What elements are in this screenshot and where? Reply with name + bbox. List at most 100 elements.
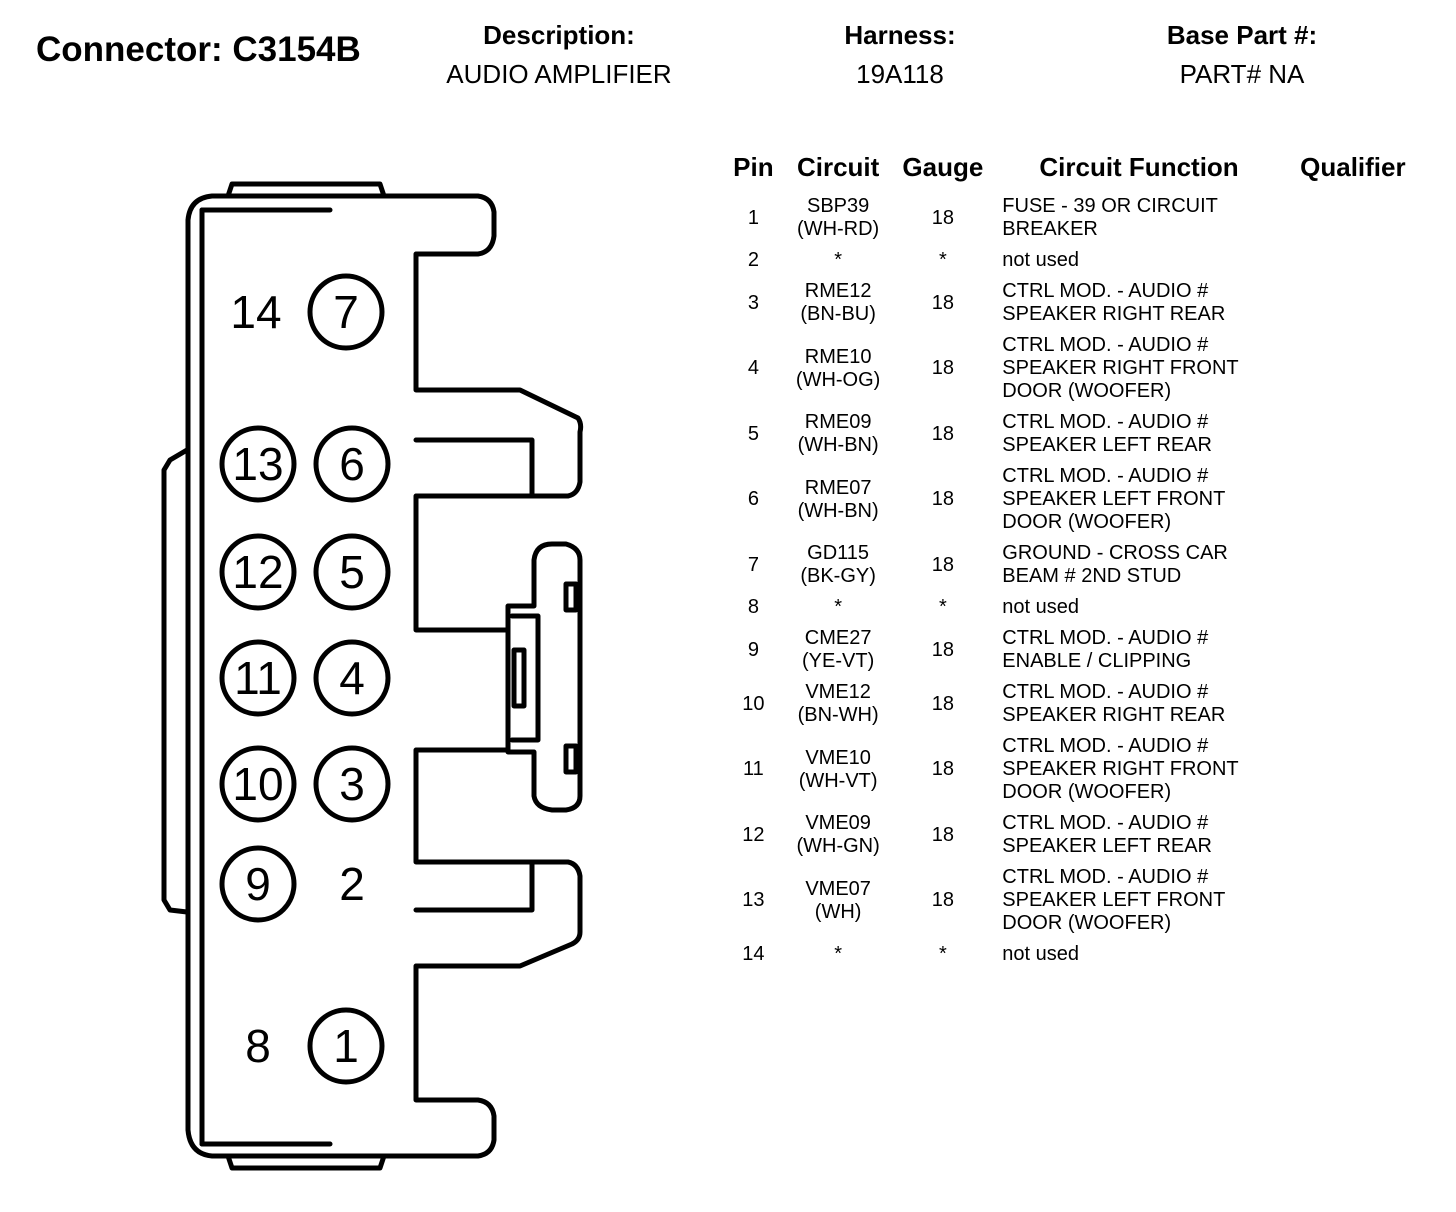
pin-circle-4 [313, 639, 391, 717]
pin-cell: 8 [747, 596, 759, 618]
base-part-block: Base Part #: PART# NA [1150, 20, 1334, 90]
circuit-cell: VME09(WH-GN) [785, 808, 892, 862]
function-cell-line: CTRL MOD. - AUDIO # [1002, 411, 1209, 433]
qualifier-cell [1284, 245, 1422, 276]
qualifier-cell [1284, 939, 1422, 970]
circuit-cell: VME10(WH-VT) [785, 731, 892, 808]
circuit-cell-line: (WH-BN) [797, 499, 879, 522]
pin-cell: 5 [747, 422, 759, 445]
circuit-cell-line: (BK-GY) [800, 565, 876, 587]
gauge-cell: * [938, 596, 947, 618]
pin-cell: 13 [742, 889, 765, 911]
circuit-cell: RME12(BN-BU) [785, 276, 892, 330]
left-latch [161, 447, 190, 915]
key-notch-top [563, 581, 579, 613]
circuit-cell-line: * [834, 943, 843, 965]
pin-cell: 11 [742, 758, 764, 780]
circuit-cell-line: (YE-VT) [802, 650, 875, 672]
circuit-cell-line: * [834, 249, 843, 271]
pin-number-6: 6 [339, 438, 365, 490]
function-cell-line: DOOR (WOOFER) [1002, 511, 1172, 533]
function-cell-line: SPEAKER RIGHT REAR [1002, 303, 1226, 325]
function-cell: CTRL MOD. - AUDIO #SPEAKER RIGHT REAR [994, 677, 1283, 731]
gauge-cell: 18 [931, 206, 955, 229]
qualifier-cell [1284, 276, 1422, 330]
gauge-cell: 18 [931, 692, 955, 715]
circuit-cell: * [785, 245, 892, 276]
pin-circle-3 [313, 745, 391, 823]
table-row: 8**not used [722, 592, 1422, 623]
col-header-gauge: Gauge [902, 152, 984, 182]
function-cell-line: DOOR (WOOFER) [1002, 380, 1172, 402]
pin-number-11: 11 [234, 652, 282, 704]
harness-value: 19A118 [856, 59, 944, 89]
gauge-cell: 18 [931, 422, 955, 445]
circuit-cell-line: GD115 [807, 542, 870, 564]
function-cell-line: CTRL MOD. - AUDIO # [1002, 812, 1209, 834]
function-cell: CTRL MOD. - AUDIO #SPEAKER LEFT REAR [994, 808, 1283, 862]
function-cell-line: ENABLE / CLIPPING [1002, 650, 1192, 672]
circuit-cell-line: CME27 [804, 627, 872, 649]
base-part-value: PART# NA [1179, 59, 1305, 89]
description-value: AUDIO AMPLIFIER [446, 59, 672, 89]
pin-label-8: 8 [245, 1020, 271, 1072]
function-cell: not used [994, 592, 1283, 623]
qualifier-cell [1284, 862, 1422, 939]
pin-cell: 1 [747, 206, 759, 229]
gauge-cell: 18 [931, 638, 955, 661]
pin-cell: 6 [747, 488, 759, 510]
description-block: Description: AUDIO AMPLIFIER [438, 20, 680, 90]
function-cell-line: SPEAKER LEFT FRONT [1002, 488, 1226, 510]
circuit-cell-line: (WH-RD) [797, 218, 880, 240]
pin-number-5: 5 [339, 546, 365, 598]
circuit-cell: * [785, 939, 892, 970]
function-cell-line: BEAM # 2ND STUD [1002, 565, 1182, 587]
pin-cell: 12 [742, 823, 765, 846]
lower-slot [413, 859, 535, 913]
qualifier-cell [1284, 731, 1422, 808]
gauge-cell: 18 [931, 291, 955, 314]
function-cell: not used [994, 245, 1283, 276]
table-row: 14**not used [722, 939, 1422, 970]
circuit-cell: RME10(WH-OG) [785, 330, 892, 407]
pin-circle-5 [313, 533, 391, 611]
circuit-cell-line: (WH-GN) [796, 835, 880, 857]
circuit-cell-line: (WH) [814, 900, 862, 923]
bottom-tab [225, 1153, 387, 1171]
qualifier-cell [1284, 407, 1422, 461]
function-cell-line: not used [1002, 596, 1080, 618]
pin-label-14: 14 [230, 286, 281, 338]
circuit-cell: VME12(BN-WH) [785, 677, 892, 731]
col-header-pin: Pin [733, 152, 774, 182]
connector-title: Connector: C3154B [36, 30, 361, 69]
qualifier-cell [1284, 191, 1422, 245]
function-cell-line: not used [1002, 249, 1080, 271]
table-row: 2**not used [722, 245, 1422, 276]
circuit-cell-line: (WH-OG) [795, 368, 881, 391]
gauge-cell: 18 [931, 553, 955, 576]
pin-number-4: 4 [339, 652, 365, 704]
gauge-cell: * [938, 249, 947, 271]
upper-slot [413, 437, 535, 499]
circuit-cell-line: RME10 [804, 345, 872, 368]
col-header-qualifier: Qualifier [1300, 152, 1406, 182]
circuit-cell-line: SBP39 [806, 195, 870, 217]
circuit-cell-line: VME10 [805, 746, 871, 769]
gauge-cell: 18 [931, 823, 955, 846]
pin-circle-12 [219, 533, 297, 611]
harness-block: Harness: 19A118 [830, 20, 970, 90]
circuit-cell-line: VME07 [805, 877, 871, 900]
circuit-cell: CME27(YE-VT) [785, 623, 892, 677]
function-cell-line: CTRL MOD. - AUDIO # [1002, 280, 1209, 302]
qualifier-cell [1284, 808, 1422, 862]
circuit-cell-line: (BN-BU) [800, 303, 876, 325]
